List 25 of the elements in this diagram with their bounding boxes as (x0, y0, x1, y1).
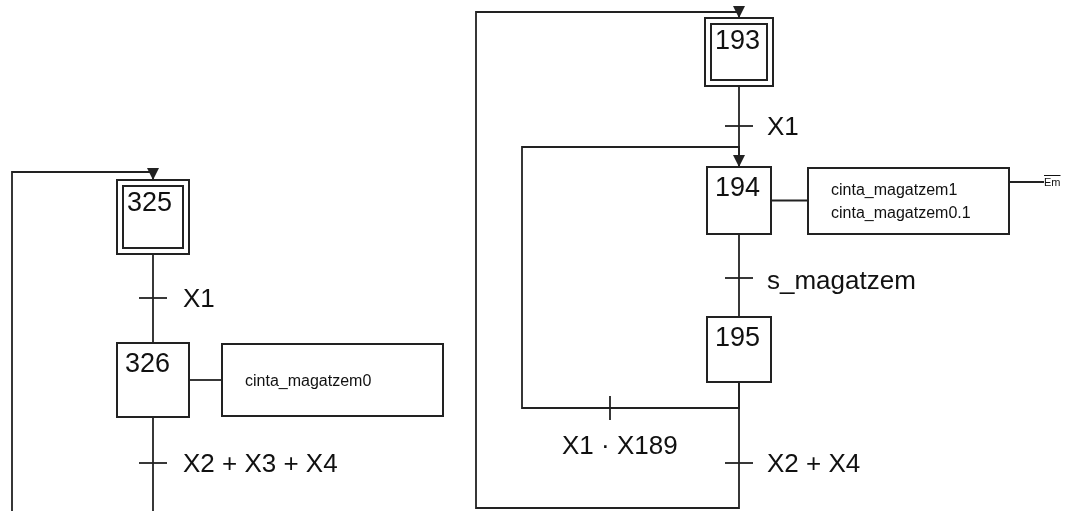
action-box (221, 343, 444, 417)
initial-step-box (704, 17, 774, 87)
connector (1009, 181, 1045, 183)
step-number: 325 (127, 189, 173, 216)
transition-link (475, 6, 754, 509)
step-number: 193 (715, 27, 761, 54)
action-label: cinta_magatzem0 (245, 370, 373, 391)
connector (11, 168, 159, 511)
step-box (706, 166, 772, 235)
transition-link (521, 146, 745, 421)
action-box (807, 167, 1010, 235)
transition-link (138, 254, 168, 343)
step-number: 326 (125, 350, 171, 377)
step-number: 194 (715, 174, 761, 201)
connector (189, 379, 222, 381)
initial-step-box (116, 179, 190, 255)
transition-link (724, 234, 754, 317)
action-label: cinta_magatzem0.1 (831, 203, 972, 223)
transition-link (138, 417, 168, 511)
negated-signal-label: Em (1044, 176, 1061, 188)
step-box (116, 342, 190, 418)
connector (771, 199, 808, 202)
step-box (706, 316, 772, 383)
action-label: cinta_magatzem1 (831, 180, 959, 200)
step-number: 195 (715, 324, 761, 351)
